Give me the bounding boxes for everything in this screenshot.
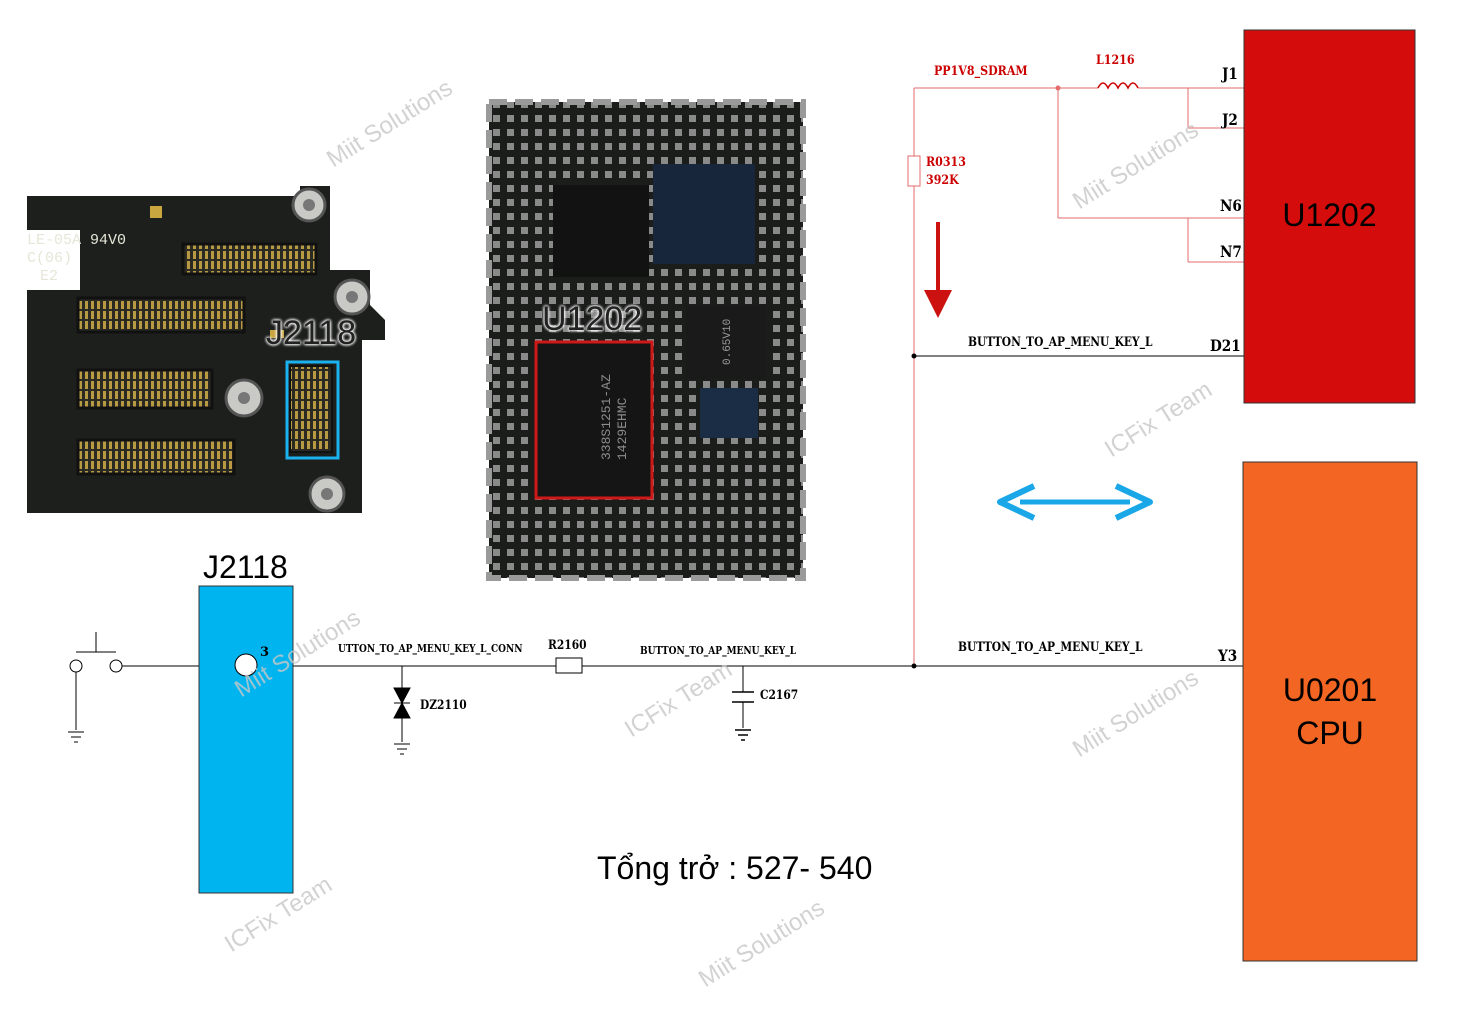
pin-label: D21 [1210, 336, 1241, 355]
junction-dot [911, 663, 917, 669]
pullup-network [913, 87, 1244, 666]
u0201-block [1242, 461, 1418, 962]
signal-wires [122, 355, 1244, 742]
net-label-upper: BUTTON_TO_AP_MENU_KEY_L [968, 335, 1153, 350]
photo-chip-label: U1202 [542, 300, 643, 338]
net-label-mid: BUTTON_TO_AP_MENU_KEY_L [640, 644, 797, 657]
pullup-name: R0313 [926, 155, 966, 170]
pcb-photo-connector: LE-05A 94V0 C(06) E2 [27, 186, 385, 513]
pcb-photo-chip: 338S1251-AZ 1429EHMC 0.65V10 [486, 99, 806, 581]
pin-label: N7 [1220, 242, 1242, 261]
inductor-coil [1097, 82, 1139, 90]
power-rail-label: PP1V8_SDRAM [934, 64, 1028, 79]
pin-label: Y3 [1218, 646, 1238, 665]
pullup-resistor [907, 155, 921, 187]
chip-marking-main-2: 1429EHMC [615, 397, 630, 460]
pin-label: J2 [1222, 110, 1238, 129]
menu-button-switch [68, 632, 123, 743]
u0201-label-line1: U0201 [1282, 672, 1378, 708]
connector-highlight-box [285, 360, 340, 460]
zener-diode [393, 687, 411, 755]
junction-dot [1055, 85, 1061, 91]
resistor-label: R2160 [548, 638, 587, 653]
capacitor-label: C2167 [760, 688, 799, 703]
diode-label: DZ2110 [420, 698, 467, 713]
pullup-value: 392K [926, 173, 959, 188]
j2118-connector-block [198, 585, 294, 894]
impedance-text: Tổng trở : 527- 540 [597, 850, 873, 886]
board-marking-top: LE-05A 94V0 [27, 232, 126, 249]
series-resistor [555, 657, 583, 674]
u0201-label-line2: CPU [1296, 715, 1364, 751]
capacitor [732, 691, 754, 741]
board-marking-e: E2 [40, 268, 58, 285]
pin-label: J1 [1222, 64, 1238, 83]
connector-label: J2118 [203, 549, 288, 585]
blue-double-arrow [997, 483, 1153, 521]
chip-highlight-box [534, 340, 654, 500]
pin-number: 3 [260, 645, 270, 660]
net-label-right: BUTTON_TO_AP_MENU_KEY_L [958, 640, 1143, 655]
red-down-arrow [924, 222, 952, 318]
photo-connector-label: J2118 [266, 314, 357, 352]
board-marking-c: C(06) [27, 250, 72, 267]
chip-marking-small: 0.65V10 [722, 319, 734, 365]
connector-pin [234, 653, 258, 677]
u1202-block [1243, 29, 1416, 404]
pin-label: N6 [1220, 196, 1242, 215]
net-label-conn: UTTON_TO_AP_MENU_KEY_L_CONN [338, 642, 523, 655]
u1202-label: U1202 [1282, 197, 1377, 233]
inductor-label: L1216 [1096, 53, 1135, 68]
junction-dot [911, 353, 917, 359]
chip-marking-main: 338S1251-AZ [599, 374, 614, 460]
